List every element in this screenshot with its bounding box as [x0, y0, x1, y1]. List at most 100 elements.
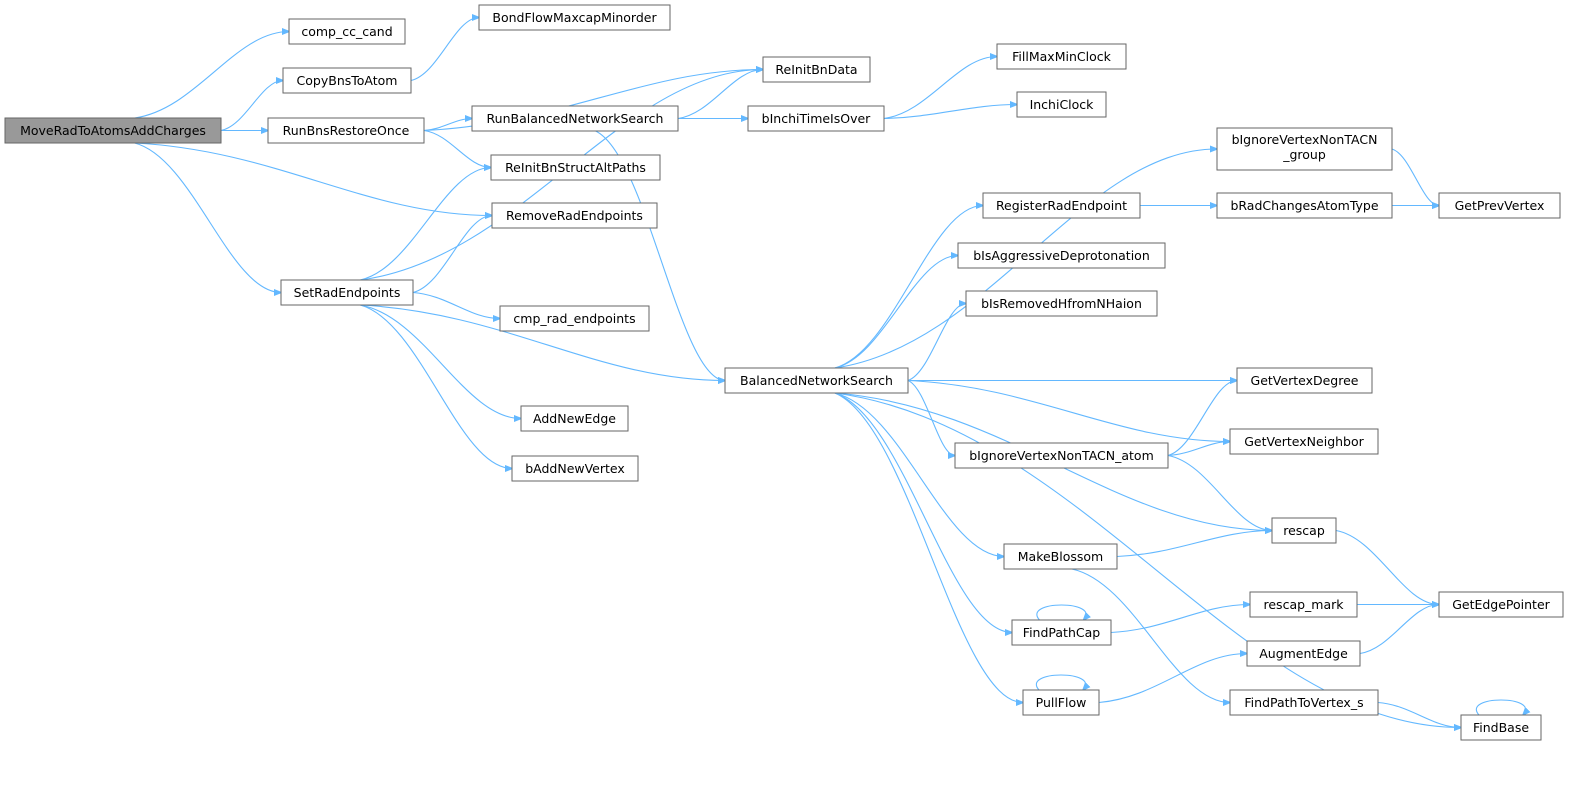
node-label: bAddNewVertex [525, 461, 625, 476]
node-label: PullFlow [1036, 695, 1087, 710]
node-label: InchiClock [1030, 97, 1095, 112]
node-box [1229, 428, 1379, 455]
node-rescap[interactable]: rescap [1271, 517, 1337, 544]
node-label: bIsAggressiveDeprotonation [973, 248, 1150, 263]
node-move-rad-to-atoms-add-charges[interactable]: MoveRadToAtomsAddCharges [4, 117, 222, 144]
node-box [724, 367, 909, 394]
node-get-edge-pointer[interactable]: GetEdgePointer [1438, 591, 1564, 618]
node-label: FindPathToVertex_s [1244, 695, 1363, 710]
node-box [1216, 127, 1393, 171]
node-label: bIgnoreVertexNonTACN_group [1232, 132, 1378, 162]
node-box [1216, 192, 1393, 219]
node-balanced-network-search[interactable]: BalancedNetworkSearch [724, 367, 909, 394]
edge-find-path-to-vertex-s-to-find-base [1377, 701, 1461, 728]
edge-move-rad-to-atoms-add-charges-to-copy-bns-to-atom [220, 81, 283, 132]
node-comp-cc-cand[interactable]: comp_cc_cand [288, 18, 406, 45]
node-label: GetVertexNeighbor [1244, 434, 1364, 449]
node-box [471, 105, 679, 132]
node-box [1246, 640, 1361, 667]
edge-find-path-cap-to-rescap-mark [1110, 605, 1250, 634]
node-box [1236, 367, 1373, 394]
node-box [1438, 591, 1564, 618]
node-find-path-cap[interactable]: FindPathCap [1011, 619, 1112, 646]
node-remove-rad-endpoints[interactable]: RemoveRadEndpoints [491, 202, 658, 229]
node-b-rad-changes-atom-type[interactable]: bRadChangesAtomType [1216, 192, 1393, 219]
node-fill-max-min-clock[interactable]: FillMaxMinClock [996, 43, 1127, 70]
node-label: RunBnsRestoreOnce [283, 123, 410, 138]
node-label: FillMaxMinClock [1012, 49, 1111, 64]
edge-balanced-network-search-to-register-rad-endpoint [834, 206, 983, 369]
node-label: AugmentEdge [1259, 646, 1348, 661]
node-box [1271, 517, 1337, 544]
edge-move-rad-to-atoms-add-charges-to-remove-rad-endpoints [134, 142, 492, 216]
node-label: GetPrevVertex [1455, 198, 1545, 213]
node-set-rad-endpoints[interactable]: SetRadEndpoints [280, 279, 414, 306]
node-pull-flow[interactable]: PullFlow [1022, 689, 1100, 716]
node-make-blossom[interactable]: MakeBlossom [1003, 543, 1118, 570]
node-label: ReInitBnStructAltPaths [505, 160, 646, 175]
edge-balanced-network-search-to-make-blossom [834, 392, 1004, 557]
node-label: FindBase [1473, 720, 1529, 735]
node-re-init-bn-struct-alt-paths[interactable]: ReInitBnStructAltPaths [490, 154, 661, 181]
edge-move-rad-to-atoms-add-charges-to-comp-cc-cand [134, 32, 289, 119]
node-cmp-rad-endpoints[interactable]: cmp_rad_endpoints [499, 305, 650, 332]
node-box [982, 192, 1141, 219]
node-inchi-clock[interactable]: InchiClock [1016, 91, 1107, 118]
edge-set-rad-endpoints-to-balanced-network-search [360, 304, 725, 381]
node-box [1003, 543, 1118, 570]
node-box [1460, 714, 1542, 741]
node-label: BalancedNetworkSearch [740, 373, 893, 388]
node-b-inchi-time-is-over[interactable]: bInchiTimeIsOver [747, 105, 885, 132]
node-box [280, 279, 414, 306]
node-b-ignore-vertex-non-tacn-group[interactable]: bIgnoreVertexNonTACN_group [1216, 127, 1393, 171]
node-b-is-removed-hfrom-nhaion[interactable]: bIsRemovedHfromNHaion [965, 290, 1158, 317]
node-box [747, 105, 885, 132]
edge-find-path-cap-to-find-path-cap [1036, 604, 1086, 620]
node-b-add-new-vertex[interactable]: bAddNewVertex [511, 455, 639, 482]
node-register-rad-endpoint[interactable]: RegisterRadEndpoint [982, 192, 1141, 219]
edge-balanced-network-search-to-b-is-removed-hfrom-nhaion [907, 304, 966, 382]
node-box [1229, 689, 1379, 716]
node-augment-edge[interactable]: AugmentEdge [1246, 640, 1361, 667]
node-label: BondFlowMaxcapMinorder [492, 10, 657, 25]
node-label: rescap_mark [1264, 597, 1345, 612]
node-label: CopyBnsToAtom [297, 73, 398, 88]
edge-b-inchi-time-is-over-to-fill-max-min-clock [883, 57, 997, 120]
edge-pull-flow-to-pull-flow [1035, 674, 1085, 690]
node-bond-flow-maxcap-minorder[interactable]: BondFlowMaxcapMinorder [478, 4, 671, 31]
edge-make-blossom-to-rescap [1116, 531, 1272, 558]
node-run-bns-restore-once[interactable]: RunBnsRestoreOnce [267, 117, 425, 144]
node-b-ignore-vertex-non-tacn-atom[interactable]: bIgnoreVertexNonTACN_atom [954, 442, 1169, 469]
edge-find-base-to-find-base [1475, 699, 1525, 715]
node-re-init-bn-data[interactable]: ReInitBnData [762, 56, 871, 83]
node-label: MakeBlossom [1018, 549, 1103, 564]
node-get-vertex-degree[interactable]: GetVertexDegree [1236, 367, 1373, 394]
edge-balanced-network-search-to-b-is-aggressive-deprotonation [834, 256, 958, 369]
node-box [965, 290, 1158, 317]
edge-balanced-network-search-to-pull-flow [834, 392, 1023, 703]
edge-b-inchi-time-is-over-to-inchi-clock [883, 105, 1017, 120]
node-label: bRadChangesAtomType [1230, 198, 1378, 213]
node-box [511, 455, 639, 482]
node-box [478, 4, 671, 31]
node-label: ReInitBnData [775, 62, 857, 77]
node-box [1022, 689, 1100, 716]
node-rescap-mark[interactable]: rescap_mark [1249, 591, 1358, 618]
node-get-prev-vertex[interactable]: GetPrevVertex [1438, 192, 1561, 219]
node-find-path-to-vertex-s[interactable]: FindPathToVertex_s [1229, 689, 1379, 716]
node-run-balanced-network-search[interactable]: RunBalancedNetworkSearch [471, 105, 679, 132]
edge-copy-bns-to-atom-to-bond-flow-maxcap-minorder [410, 18, 479, 82]
node-box [282, 67, 412, 94]
edge-run-bns-restore-once-to-run-balanced-network-search [423, 119, 472, 132]
edge-b-ignore-vertex-non-tacn-atom-to-rescap [1167, 454, 1272, 531]
node-label: bIsRemovedHfromNHaion [981, 296, 1142, 311]
edge-set-rad-endpoints-to-re-init-bn-struct-alt-paths [360, 168, 491, 281]
node-find-base[interactable]: FindBase [1460, 714, 1542, 741]
node-get-vertex-neighbor[interactable]: GetVertexNeighbor [1229, 428, 1379, 455]
node-b-is-aggressive-deprotonation[interactable]: bIsAggressiveDeprotonation [957, 242, 1166, 269]
edge-b-ignore-vertex-non-tacn-group-to-get-prev-vertex [1391, 148, 1439, 206]
node-label: GetEdgePointer [1452, 597, 1550, 612]
node-copy-bns-to-atom[interactable]: CopyBnsToAtom [282, 67, 412, 94]
edge-set-rad-endpoints-to-add-new-edge [360, 304, 521, 419]
node-add-new-edge[interactable]: AddNewEdge [520, 405, 629, 432]
